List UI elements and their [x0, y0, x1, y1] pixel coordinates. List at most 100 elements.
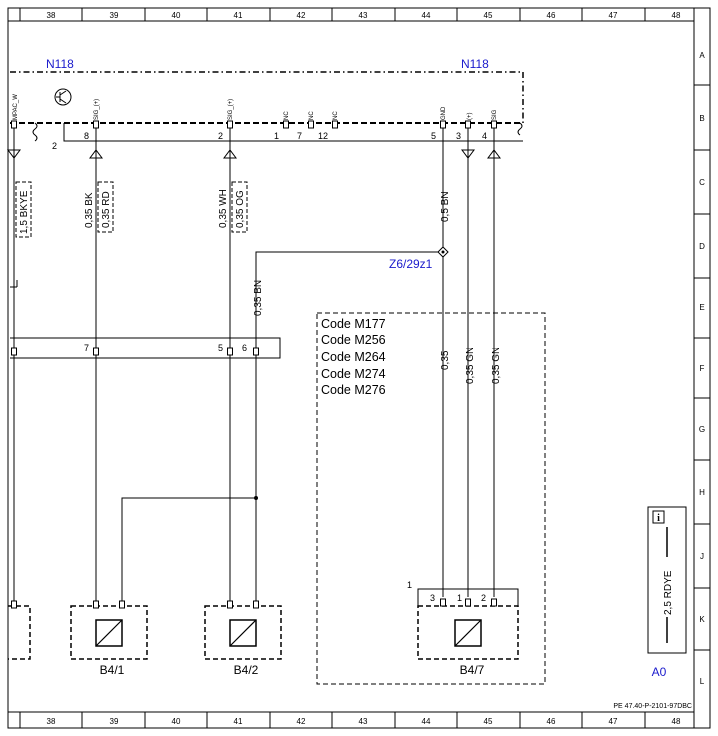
col-label: 40 — [172, 717, 181, 726]
wire-label: 0,35 WH — [218, 189, 229, 228]
col-label: 44 — [422, 11, 431, 20]
code-line: Code M256 — [321, 333, 386, 347]
pin-label-plus: (+) — [467, 112, 473, 120]
wire-label: 0,5 BN — [440, 191, 451, 222]
document-reference: PE 47.40-P-2101-97DBC — [613, 703, 692, 710]
pin-number: 7 — [297, 131, 302, 141]
pin-number: 7 — [84, 343, 89, 353]
a0-label: A0 — [652, 665, 667, 679]
code-line: Code M177 — [321, 317, 386, 331]
pin-number: 1 — [457, 593, 462, 603]
sensor-b4-2: B4/2 — [204, 600, 282, 677]
connector-pin-labels: MPAC_W SIG_(+) SIG_(+) NC NC NC GND (+) … — [13, 94, 498, 120]
wires-overlay — [442, 320, 495, 350]
col-label: 46 — [547, 11, 556, 20]
pin-number: 4 — [482, 131, 487, 141]
col-label: 48 — [672, 11, 681, 20]
sensor-b4-1: B4/1 — [70, 600, 148, 677]
row-label: F — [700, 364, 705, 373]
sensor-b4-7: 1 3 1 2 B4/7 — [407, 580, 519, 677]
pin-label-sig: SIG_(+) — [228, 99, 234, 120]
pin-label-nc: NC — [284, 111, 290, 120]
wire-labels: 1,5 BKYE 0,35 BK 0,35 RD 0,35 WH 0,35 OG… — [15, 181, 502, 384]
col-label: 46 — [547, 717, 556, 726]
sensor-label: B4/7 — [460, 663, 485, 677]
col-label: 42 — [297, 11, 306, 20]
bus-pin-number: 2 — [52, 141, 57, 151]
n118-pins: 8 2 1 7 12 5 3 4 — [11, 120, 497, 141]
col-label: 41 — [234, 11, 243, 20]
col-label: 45 — [484, 11, 493, 20]
junction-dot — [254, 496, 258, 500]
row-label: K — [699, 615, 705, 624]
row-label: H — [699, 488, 705, 497]
pin-number: 12 — [318, 131, 328, 141]
pin-label-gnd: GND — [441, 106, 447, 120]
pin-number: 2 — [218, 131, 223, 141]
wire-label: 0,35 GNGY — [491, 332, 502, 384]
info-icon: i — [652, 510, 665, 524]
pin-number: 8 — [84, 131, 89, 141]
pin-number: 5 — [218, 343, 223, 353]
col-label: 47 — [609, 11, 618, 20]
transistor-icon — [54, 88, 72, 106]
column-labels: 38 39 40 41 42 43 44 45 46 47 48 38 39 4… — [47, 11, 681, 726]
row-label: G — [699, 425, 705, 434]
pin-label-sig: SIG — [492, 109, 498, 120]
code-line: Code M274 — [321, 367, 386, 381]
row-label: L — [700, 677, 705, 686]
pin-label-nc: NC — [309, 111, 315, 120]
col-label: 39 — [110, 11, 119, 20]
col-label: 45 — [484, 717, 493, 726]
pin-number: 1 — [407, 580, 412, 590]
row-label: D — [699, 242, 705, 251]
wire-label: 0,35 RD — [101, 191, 112, 228]
wire-label: 0,35 OG — [235, 190, 246, 228]
svg-text:i: i — [657, 513, 660, 524]
col-label: 42 — [297, 717, 306, 726]
wire-label: 0,35 GNPK — [465, 333, 476, 384]
row-labels: A B C D E F G H J K L — [699, 51, 705, 686]
sensor-label: B4/1 — [100, 663, 125, 677]
row-label: C — [699, 178, 705, 187]
pin-number: 2 — [481, 593, 486, 603]
code-line: Code M276 — [321, 383, 386, 397]
wires — [13, 128, 495, 605]
arrow-icons — [7, 149, 501, 159]
splice-node: Z6/29z1 — [389, 246, 449, 271]
row-label: E — [699, 303, 704, 312]
pin-number: 6 — [242, 343, 247, 353]
row-label: J — [700, 552, 704, 561]
col-label: 43 — [359, 717, 368, 726]
wire-label: 1,5 BKYE — [19, 190, 30, 234]
n118-label-right: N118 — [461, 57, 489, 71]
col-label: 44 — [422, 717, 431, 726]
pin-number: 3 — [430, 593, 435, 603]
col-label: 47 — [609, 717, 618, 726]
code-line: Code M264 — [321, 350, 386, 364]
a0-wire-label: 2,5 RDYE — [663, 570, 674, 615]
intermediate-connector: 7 5 6 — [10, 337, 281, 359]
pin-number: 3 — [456, 131, 461, 141]
pin-label-sig: SIG_(+) — [94, 99, 100, 120]
sensor-left-partial — [8, 600, 31, 660]
row-label: B — [699, 114, 704, 123]
col-label: 41 — [234, 717, 243, 726]
col-label: 48 — [672, 717, 681, 726]
wire-label: 0,35 BK — [84, 192, 95, 228]
wire-label: 0,35 BN — [440, 334, 451, 370]
col-label: 39 — [110, 717, 119, 726]
pin-number: 5 — [431, 131, 436, 141]
splice-label: Z6/29z1 — [389, 257, 433, 271]
code-block: Code M177 Code M256 Code M264 Code M274 … — [316, 312, 546, 685]
col-label: 43 — [359, 11, 368, 20]
a0-info-block: i 2,5 RDYE A0 — [647, 506, 687, 679]
n118-label-left: N118 — [46, 57, 74, 71]
pin-number: 1 — [274, 131, 279, 141]
sensor-label: B4/2 — [234, 663, 259, 677]
pin-label-mpac: MPAC_W — [13, 94, 19, 120]
col-label: 38 — [47, 11, 56, 20]
col-label: 40 — [172, 11, 181, 20]
wire-label: 0,35 BN — [253, 280, 264, 316]
drawing-frame — [7, 7, 711, 729]
